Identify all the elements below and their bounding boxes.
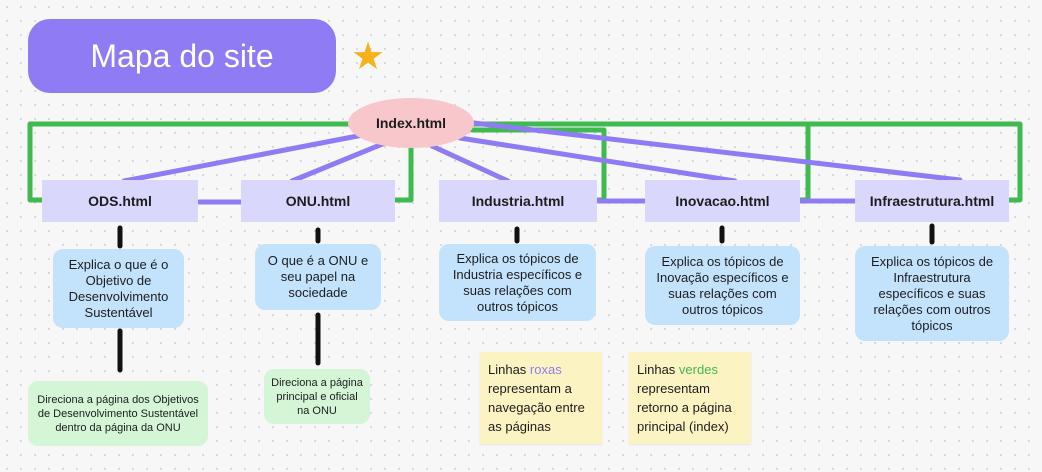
nav-line-index-ods	[121, 131, 371, 184]
navigation-lines-purple	[121, 120, 963, 205]
nav-line-index-infraestrutura	[471, 120, 963, 183]
node-ods: ODS.html	[42, 180, 198, 222]
return-line-ods	[27, 121, 353, 203]
description-onu: O que é a ONU e seu papel na sociedade	[255, 244, 381, 310]
star-icon: ★	[351, 36, 386, 78]
nav-line-index-inovacao	[457, 135, 738, 184]
description-inovacao: Explica os tópicos de Inovação específic…	[645, 246, 800, 325]
return-line-onu	[392, 142, 414, 203]
description-ods: Explica o que é o Objetivo de Desenvolvi…	[53, 249, 184, 328]
subdescription-onu: Direciona a página principal e oficial n…	[264, 369, 370, 424]
legend-word-green: verdes	[678, 362, 718, 377]
nav-line-index-industria	[429, 143, 511, 184]
nav-line-index-onu	[289, 140, 388, 184]
description-industria: Explica os tópicos de Industria específi…	[439, 244, 596, 321]
description-infraestrutura: Explica os tópicos de Infraestrutura esp…	[855, 246, 1009, 341]
page-title: Mapa do site	[28, 19, 336, 93]
node-infraestrutura: Infraestrutura.html	[855, 180, 1009, 222]
node-industria: Industria.html	[439, 180, 597, 222]
legend-word-purple: roxas	[529, 362, 562, 377]
description-connectors	[117, 223, 935, 373]
legend-note-purple: Linhas roxas representam a navegação ent…	[480, 352, 602, 444]
node-onu: ONU.html	[241, 180, 395, 222]
node-inovacao: Inovacao.html	[645, 180, 800, 222]
subdescription-ods: Direciona a página dos Objetivos de Dese…	[28, 381, 208, 446]
legend-note-green: Linhas verdes representam retorno a pági…	[629, 352, 751, 444]
node-index: Index.html	[348, 98, 474, 148]
return-line-infraestrutura	[471, 121, 1023, 203]
